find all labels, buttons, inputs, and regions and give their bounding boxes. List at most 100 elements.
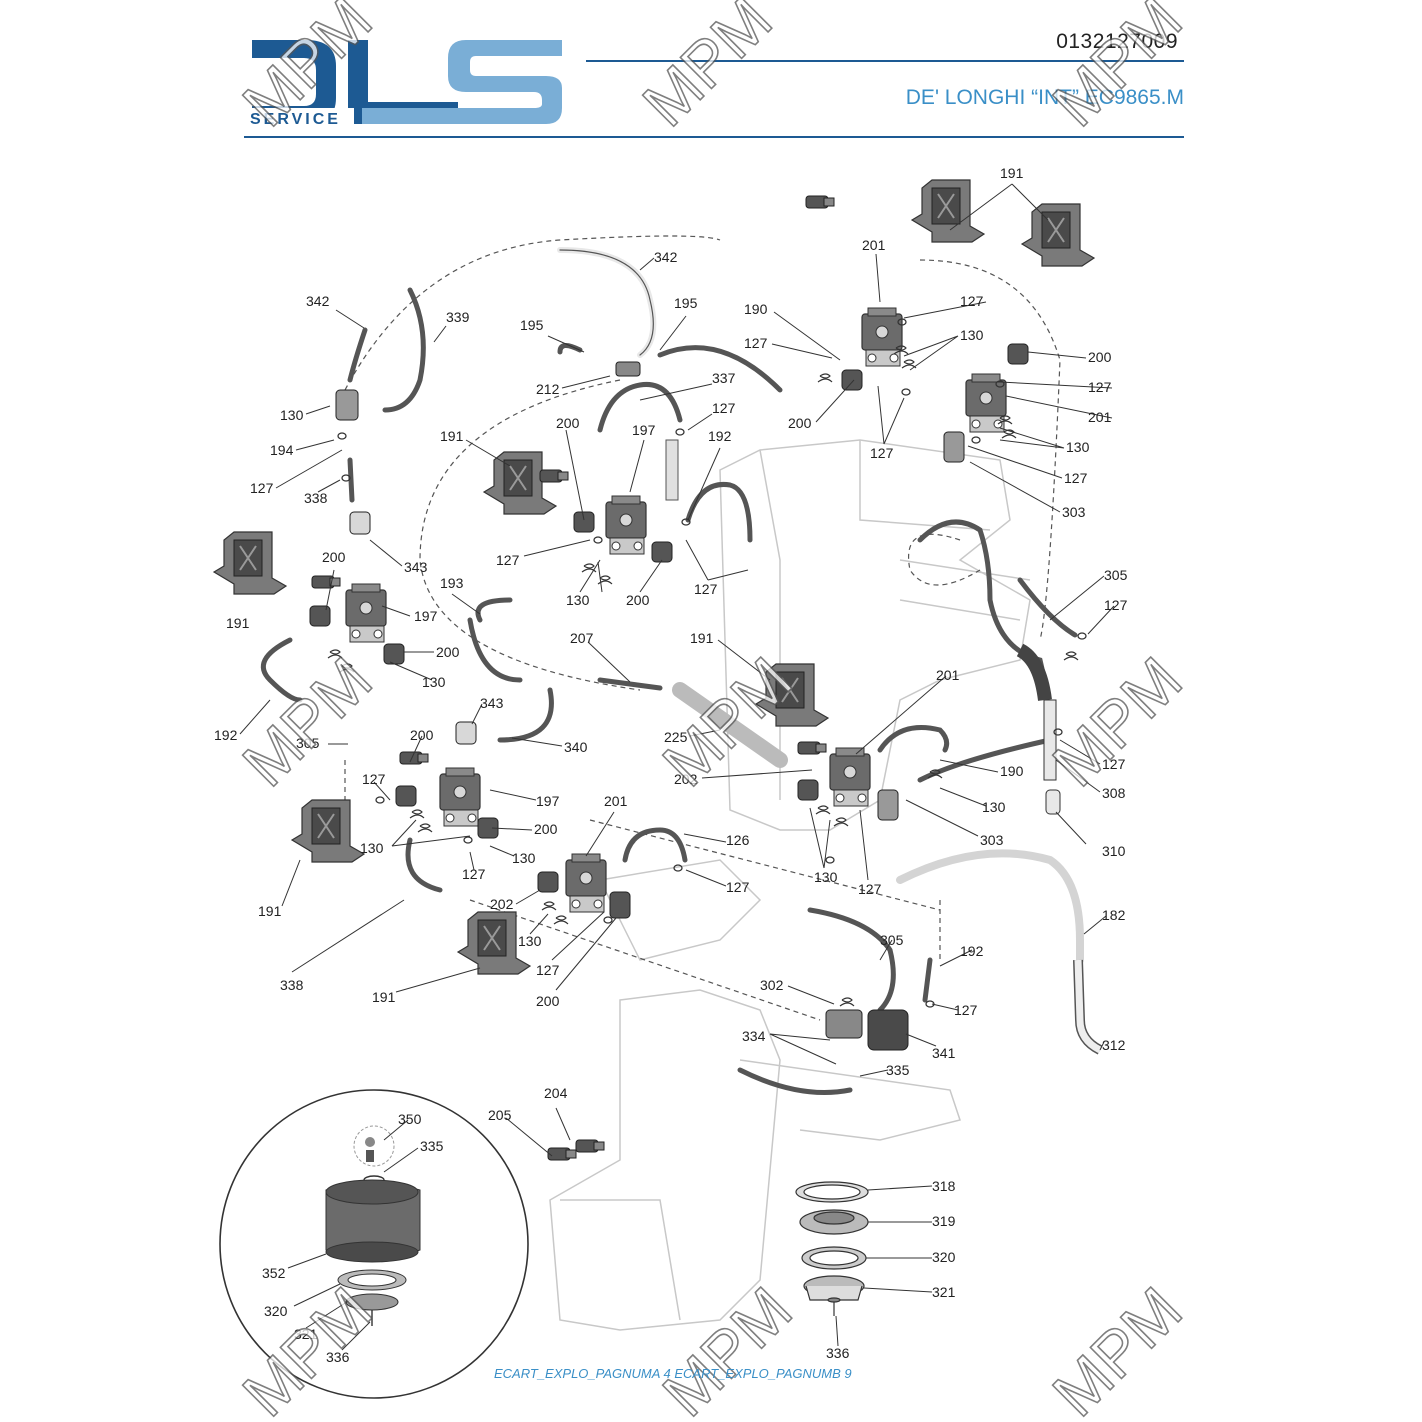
callout: 342 xyxy=(306,293,330,309)
callout: 127 xyxy=(870,445,894,461)
callout: 320 xyxy=(932,1249,956,1265)
fittings xyxy=(309,195,1103,1161)
callout: 200 xyxy=(556,415,580,431)
callout: 195 xyxy=(674,295,698,311)
callout: 305 xyxy=(880,932,904,948)
callout: 127 xyxy=(1104,597,1128,613)
callout: 127 xyxy=(1088,379,1112,395)
callout: 339 xyxy=(446,309,470,325)
callout: 127 xyxy=(1102,756,1126,772)
brew-group-parts xyxy=(795,1181,869,1316)
detail-circle xyxy=(219,1089,529,1399)
callout: 212 xyxy=(536,381,560,397)
callout: 191 xyxy=(1000,165,1024,181)
callout: 200 xyxy=(410,727,434,743)
callout-labels: 191 201 127 130 200 127 201 130 127 303 … xyxy=(214,165,1128,1365)
callout: 127 xyxy=(726,879,750,895)
callout: 337 xyxy=(712,370,736,386)
watermark: MPM xyxy=(1039,1273,1195,1422)
callout: 127 xyxy=(960,293,984,309)
callout: 127 xyxy=(1064,470,1088,486)
callout: 127 xyxy=(496,552,520,568)
callout: 312 xyxy=(1102,1037,1126,1053)
machine-frame-ghost xyxy=(549,439,1031,1331)
callout: 130 xyxy=(566,592,590,608)
callout: 190 xyxy=(1000,763,1024,779)
callout: 338 xyxy=(280,977,304,993)
tubing xyxy=(260,247,1084,1095)
callout: 340 xyxy=(564,739,588,755)
callout: 336 xyxy=(826,1345,850,1361)
callout: 202 xyxy=(674,771,698,787)
callout: 130 xyxy=(512,850,536,866)
callout: 127 xyxy=(694,581,718,597)
callout: 200 xyxy=(1088,349,1112,365)
callout: 192 xyxy=(708,428,732,444)
callout: 201 xyxy=(936,667,960,683)
callout: 335 xyxy=(420,1138,444,1154)
callout: 319 xyxy=(932,1213,956,1229)
callout: 127 xyxy=(954,1002,978,1018)
dls-service-logo: SERVICE xyxy=(244,40,562,128)
callout: 336 xyxy=(326,1349,350,1365)
callout: 127 xyxy=(712,400,736,416)
logo-letter-d xyxy=(252,40,336,124)
callout: 201 xyxy=(862,237,886,253)
callout: 200 xyxy=(626,592,650,608)
callout: 197 xyxy=(632,422,656,438)
callout: 191 xyxy=(258,903,282,919)
watermark: MPM xyxy=(649,1273,805,1422)
callout: 195 xyxy=(520,317,544,333)
callout: 225 xyxy=(664,729,688,745)
callout: 204 xyxy=(544,1085,568,1101)
watermark: MPM xyxy=(629,0,785,140)
callout: 305 xyxy=(1104,567,1128,583)
leader-lines xyxy=(239,183,1115,1351)
callout: 130 xyxy=(280,407,304,423)
hose-routing-lines xyxy=(344,235,1061,1021)
logo-letter-s xyxy=(362,40,562,124)
callout: 320 xyxy=(264,1303,288,1319)
footer-page-reference: ECART_EXPLO_PAGNUMA 4 ECART_EXPLO_PAGNUM… xyxy=(494,1366,852,1381)
callout: 182 xyxy=(1102,907,1126,923)
callout: 343 xyxy=(404,559,428,575)
callout: 127 xyxy=(462,866,486,882)
callout: 341 xyxy=(932,1045,956,1061)
header-rule-top xyxy=(586,60,1184,62)
callout: 127 xyxy=(536,962,560,978)
callout: 342 xyxy=(654,249,678,265)
callout: 310 xyxy=(1102,843,1126,859)
callout: 191 xyxy=(226,615,250,631)
callout: 302 xyxy=(760,977,784,993)
callout: 352 xyxy=(262,1265,286,1281)
callout: 193 xyxy=(440,575,464,591)
callout: 200 xyxy=(534,821,558,837)
callout: 127 xyxy=(858,881,882,897)
callout: 127 xyxy=(250,480,274,496)
callout: 308 xyxy=(1102,785,1126,801)
callout: 305 xyxy=(296,735,320,751)
callout: 200 xyxy=(436,644,460,660)
callout: 130 xyxy=(422,674,446,690)
callout: 205 xyxy=(488,1107,512,1123)
callout: 130 xyxy=(814,869,838,885)
callout: 334 xyxy=(742,1028,766,1044)
callout: 192 xyxy=(960,943,984,959)
callout: 303 xyxy=(1062,504,1086,520)
callout: 350 xyxy=(398,1111,422,1127)
callout: 130 xyxy=(1066,439,1090,455)
callout: 191 xyxy=(372,989,396,1005)
callout: 126 xyxy=(726,832,750,848)
header-rule-main xyxy=(244,136,1184,138)
logo-subtitle: SERVICE xyxy=(250,111,341,128)
callout: 321 xyxy=(294,1326,318,1342)
callout: 127 xyxy=(362,771,386,787)
watermark: MPM xyxy=(1039,643,1195,799)
callout: 303 xyxy=(980,832,1004,848)
callout: 338 xyxy=(304,490,328,506)
callout: 200 xyxy=(536,993,560,1009)
callout: 200 xyxy=(788,415,812,431)
callout: 201 xyxy=(1088,409,1112,425)
